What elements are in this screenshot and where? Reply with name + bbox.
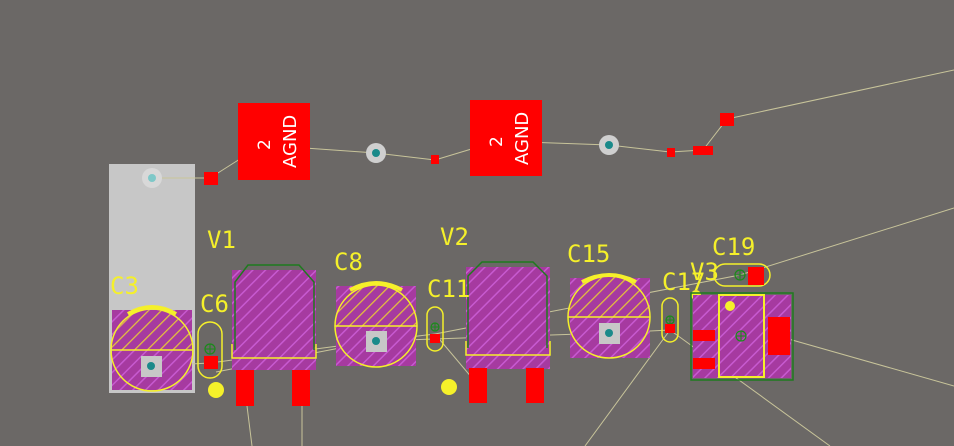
capacitor-c11[interactable] xyxy=(426,306,457,395)
regulator-v1[interactable] xyxy=(231,264,317,406)
regulator-v3[interactable] xyxy=(690,292,794,381)
pad-net-label: AGND xyxy=(512,112,533,165)
capacitor-c19[interactable] xyxy=(713,263,771,287)
designator-c11: C11 xyxy=(427,275,470,303)
designator-v2: V2 xyxy=(440,223,469,251)
pad-net-label: AGND xyxy=(280,115,301,168)
via[interactable] xyxy=(366,143,386,163)
pad-pin-label: 2 xyxy=(255,139,275,150)
capacitor-c6[interactable] xyxy=(197,321,224,398)
designator-c19: C19 xyxy=(712,233,755,261)
via[interactable] xyxy=(142,168,162,188)
pad-pin-label: 2 xyxy=(487,136,507,147)
capacitor-c15[interactable] xyxy=(567,273,651,359)
regulator-v2[interactable] xyxy=(465,261,551,403)
designator-c15: C15 xyxy=(567,240,610,268)
designator-c8: C8 xyxy=(334,248,363,276)
small-smd-pads[interactable] xyxy=(204,113,734,185)
designator-v3: V3 xyxy=(690,258,719,286)
capacitor-c8[interactable] xyxy=(334,281,418,368)
designator-c6: C6 xyxy=(200,290,229,318)
agnd-pad-1[interactable]: AGND 2 xyxy=(238,103,310,180)
designator-c3: C3 xyxy=(110,272,139,300)
via[interactable] xyxy=(599,135,619,155)
designator-c17: C17 xyxy=(662,268,705,296)
designator-v1: V1 xyxy=(207,226,236,254)
agnd-pad-2[interactable]: AGND 2 xyxy=(470,100,542,176)
capacitor-c3[interactable] xyxy=(110,305,194,392)
